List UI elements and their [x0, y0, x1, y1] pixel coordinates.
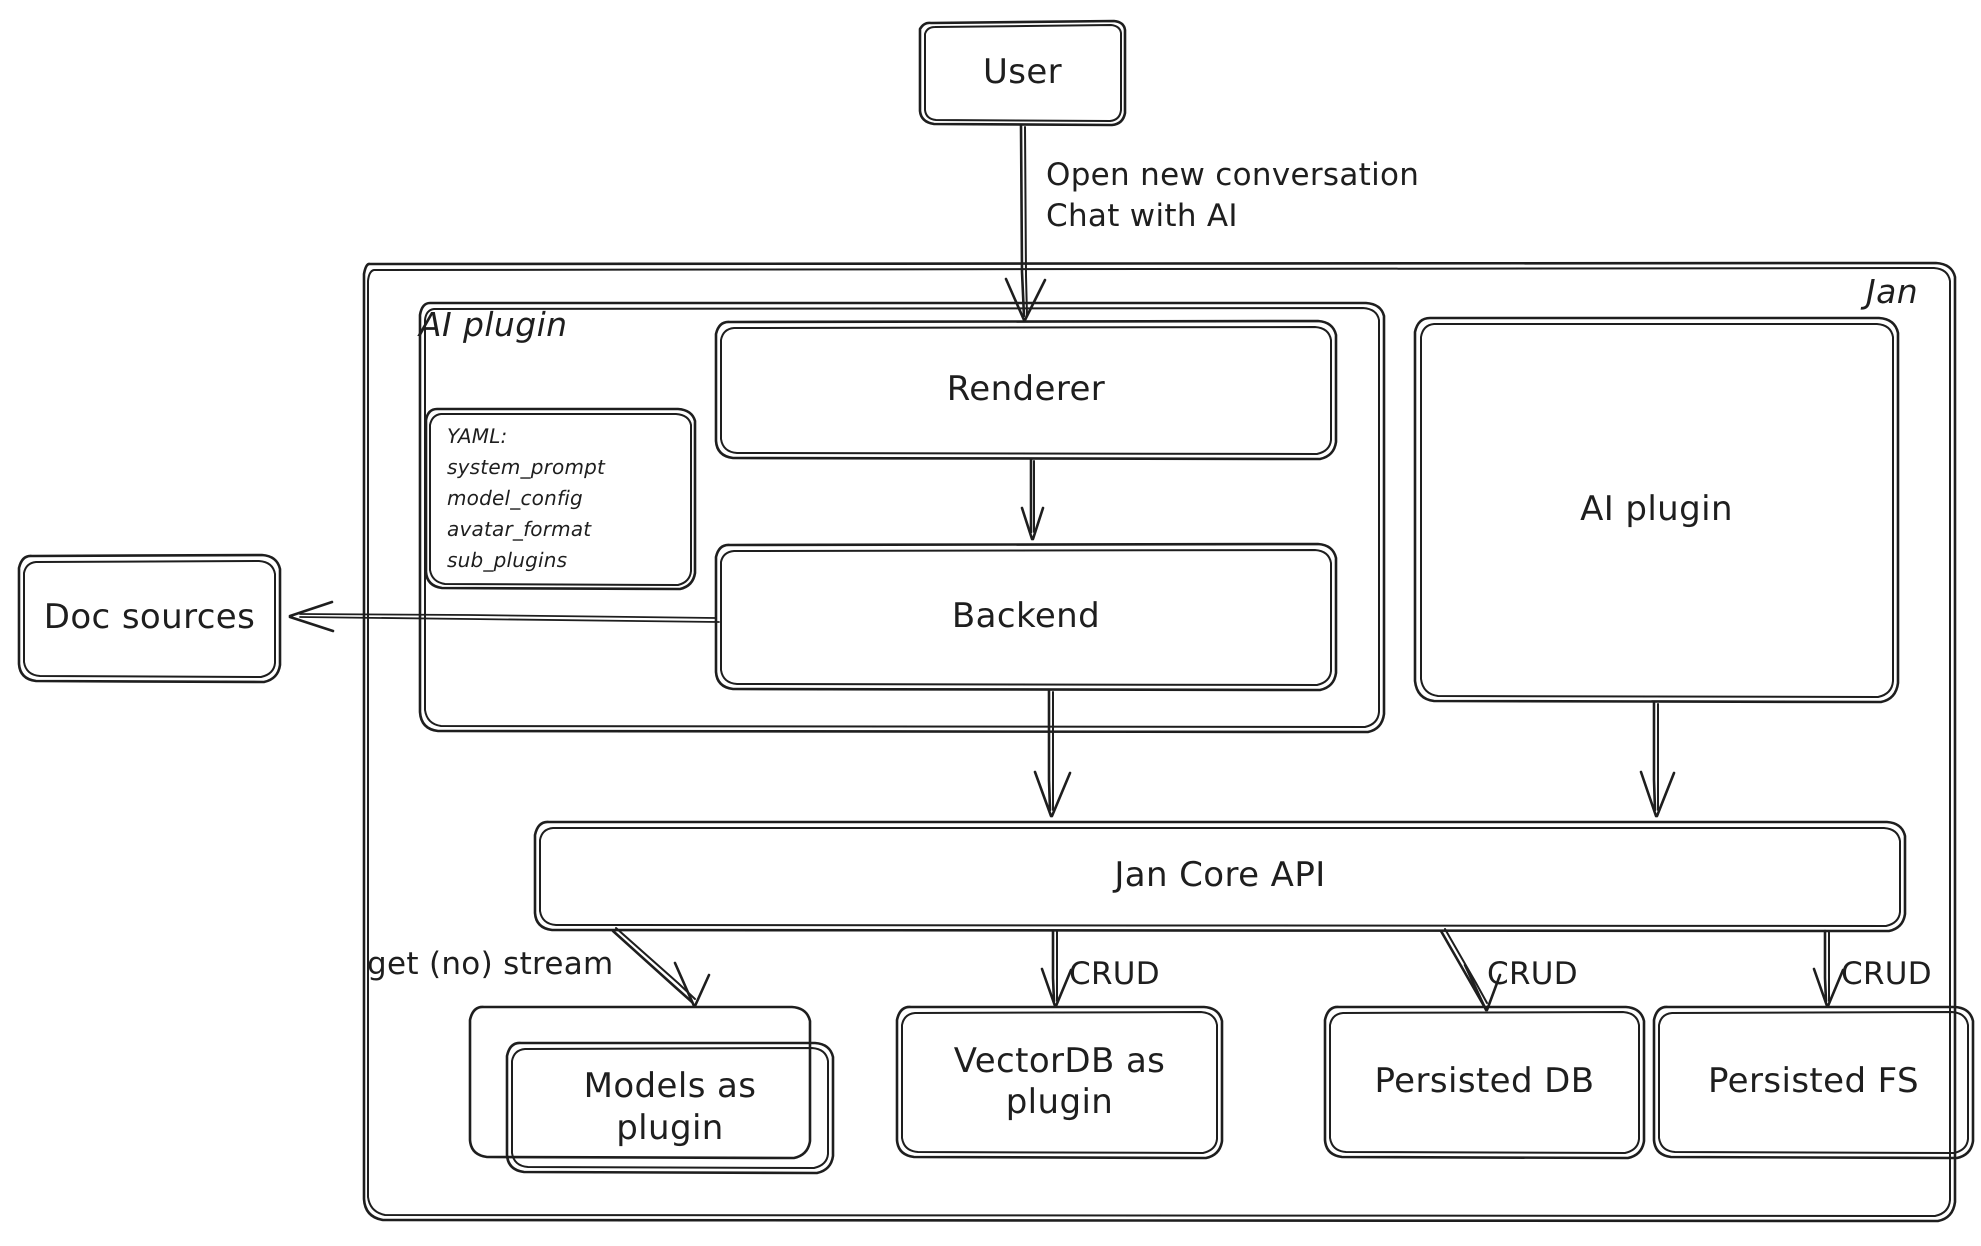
node-jan-core-api[interactable] — [535, 822, 1905, 930]
edge-core-to-persisted-fs — [1812, 929, 1845, 1008]
edge-user-to-renderer — [1004, 123, 1047, 322]
node-renderer-shape[interactable] — [714, 319, 1338, 461]
node-jan-core-api-shape[interactable] — [533, 820, 1907, 933]
node-doc-sources-shape[interactable] — [17, 553, 282, 684]
node-vectordb-plugin-shape[interactable] — [895, 1005, 1224, 1160]
node-persisted-db-shape[interactable] — [1323, 1005, 1646, 1160]
node-backend[interactable] — [716, 544, 1336, 689]
edge-ai-plugin-to-core — [1639, 700, 1676, 818]
node-user[interactable] — [920, 21, 1125, 125]
node-models-plugin-shape[interactable] — [468, 1005, 835, 1175]
node-yaml-card[interactable] — [426, 409, 695, 589]
edge-backend-to-doc-sources — [288, 600, 720, 633]
edge-core-to-models — [611, 927, 711, 1008]
node-ai-plugin-box[interactable] — [1415, 318, 1898, 702]
node-user-shape[interactable] — [918, 19, 1127, 127]
node-yaml-card-shape[interactable] — [424, 407, 697, 591]
node-backend-shape[interactable] — [714, 542, 1338, 692]
node-renderer[interactable] — [716, 321, 1336, 458]
node-persisted-fs-shape[interactable] — [1652, 1005, 1975, 1160]
edge-renderer-to-backend — [1020, 457, 1045, 541]
node-models-plugin[interactable] — [470, 1006, 833, 1172]
node-ai-plugin-box-shape[interactable] — [1413, 316, 1900, 704]
edge-backend-to-core — [1033, 688, 1072, 818]
node-vectordb-plugin[interactable] — [897, 1007, 1222, 1157]
node-jan-container-shape[interactable] — [362, 261, 1957, 1223]
node-ai-plugin-group-shape[interactable] — [418, 301, 1386, 734]
edge-core-to-vectordb — [1040, 929, 1073, 1008]
node-persisted-fs[interactable] — [1654, 1007, 1973, 1157]
node-persisted-db[interactable] — [1325, 1007, 1644, 1157]
node-doc-sources[interactable] — [19, 555, 280, 681]
edge-core-to-persisted-db — [1439, 928, 1502, 1012]
